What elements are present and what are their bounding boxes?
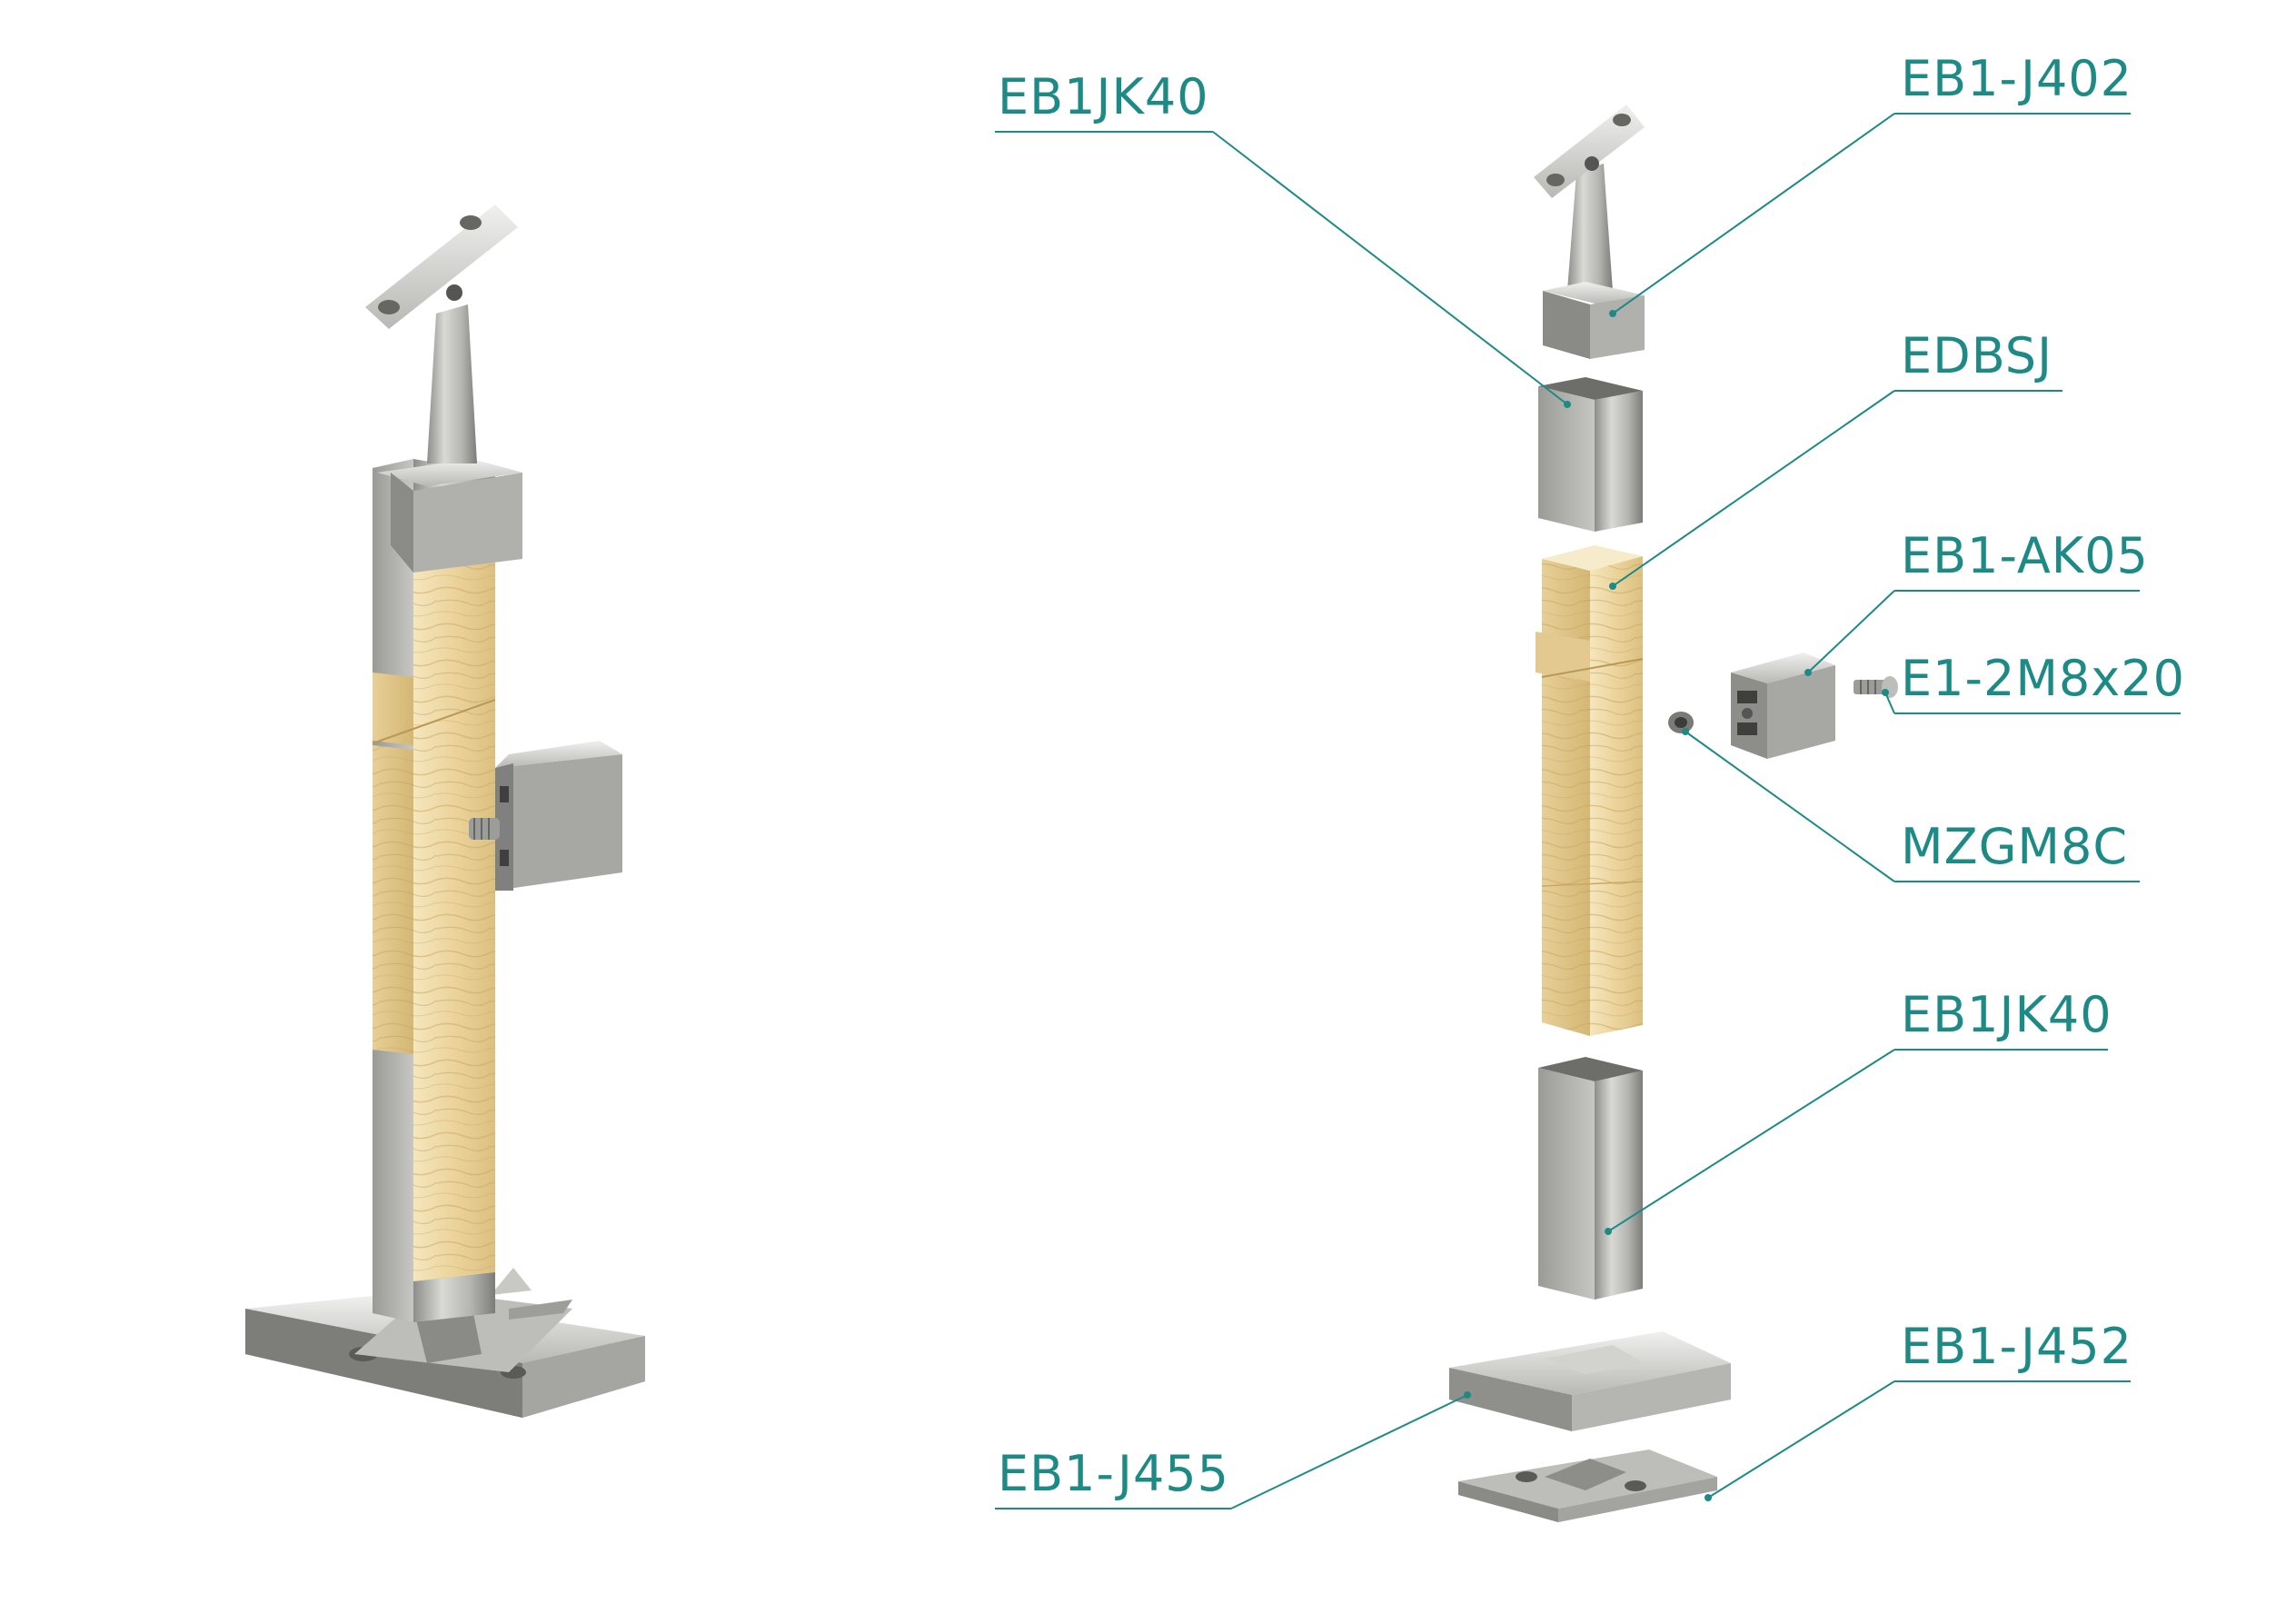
label-eb1jk40-top: EB1JK40 [998,68,1209,125]
callout-e1-2m8x20 [1882,689,2181,714]
assembled-glass-clamp [469,741,622,891]
assembled-handrail-saddle [365,204,518,463]
callout-eb1-j402 [1609,113,2131,317]
post-cap-icon [1543,282,1645,359]
assembled-wood-insert [372,554,496,1281]
exploded-parts [1449,105,1898,1522]
upper-steel-tube [1538,377,1643,532]
callout-edbsj [1609,390,2062,590]
label-eb1-j455: EB1-J455 [998,1445,1229,1502]
callout-mzgm8c [1682,728,2140,882]
assembled-post-cap [377,459,522,573]
callout-labels: EB1JK40 EB1-J402 EDBSJ EB1-AK05 E1-2M8x2… [998,50,2185,1502]
callout-eb1-j455 [995,1391,1471,1509]
callout-eb1jk40-bottom [1605,1049,2108,1235]
label-e1-2m8x20: E1-2M8x20 [1901,650,2185,707]
assembled-post [245,204,645,1418]
screw-icon [1854,676,1898,698]
callout-eb1-j452 [1705,1380,2131,1501]
label-edbsj: EDBSJ [1901,327,2052,384]
label-mzgm8c: MZGM8C [1901,818,2128,875]
label-eb1-j402: EB1-J402 [1901,50,2132,107]
callouts [995,113,2181,1509]
callout-eb1jk40-top [995,131,1571,408]
lower-steel-tube [1538,1057,1643,1300]
assembled-clamp-screw [469,818,500,840]
label-eb1jk40-bottom: EB1JK40 [1901,986,2112,1043]
callout-eb1-ak05 [1804,590,2140,676]
label-eb1-ak05: EB1-AK05 [1901,527,2149,584]
grub-screw-icon [1668,712,1694,733]
base-cover-icon [1449,1331,1731,1431]
base-plate-icon [1458,1450,1717,1522]
handrail-saddle-icon [1534,105,1645,291]
wood-insert-icon [1536,545,1644,1036]
label-eb1-j452: EB1-J452 [1901,1318,2132,1375]
glass-clamp-icon [1731,653,1835,759]
